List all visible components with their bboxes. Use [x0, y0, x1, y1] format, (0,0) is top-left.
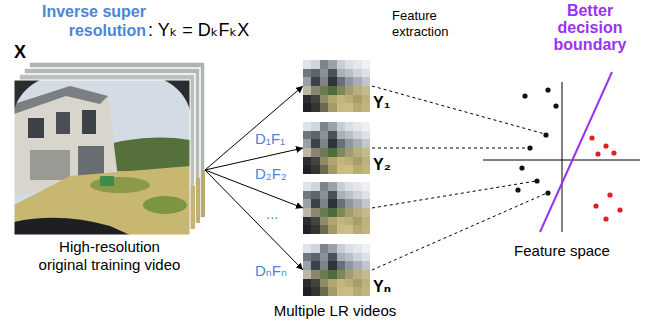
feature-line	[372, 86, 545, 134]
class-a-dots	[515, 87, 558, 195]
window	[28, 118, 44, 138]
dot	[607, 192, 612, 197]
caption: High-resolution original training video	[35, 238, 185, 274]
dot	[522, 93, 527, 98]
video-label: Yₙ	[373, 278, 391, 296]
lens-corner	[164, 80, 190, 110]
degradation-arrow	[205, 170, 303, 270]
dot	[603, 143, 608, 148]
wall	[30, 150, 70, 180]
video-frame-stack: X High-resolution original training video	[14, 42, 205, 274]
feature-axes	[483, 82, 640, 232]
lr-video-image	[303, 182, 370, 234]
handlebar	[14, 218, 130, 235]
roof	[14, 86, 108, 114]
dot	[543, 132, 548, 137]
degradation-arrow	[205, 148, 303, 170]
lr-video-image	[303, 244, 370, 296]
object	[100, 176, 114, 186]
feature-space: Feature space	[482, 78, 642, 260]
operator-label: D₂F₂	[255, 165, 287, 182]
dot	[593, 203, 598, 208]
window	[56, 112, 70, 134]
dot	[515, 187, 520, 192]
window	[82, 110, 96, 134]
class-b-dots	[589, 135, 622, 221]
grass	[14, 166, 190, 235]
decision-boundary	[540, 72, 612, 232]
dot	[534, 178, 539, 183]
dot	[545, 190, 550, 195]
axis-caption: Feature space	[514, 242, 610, 260]
group-label: Multiple LR videos	[274, 302, 397, 320]
video-label: Y₂	[373, 156, 391, 174]
lr-video: Y₂	[303, 122, 398, 174]
ellipsis: ...	[266, 205, 279, 222]
operator-label: D₁F₁	[255, 130, 285, 147]
frame-label: X	[14, 42, 26, 62]
video-frame-stack	[14, 62, 205, 235]
sky	[14, 80, 190, 235]
lr-video: Y₁	[303, 60, 398, 112]
door	[78, 146, 104, 178]
front-frame	[14, 80, 190, 235]
method-title: Inverse super resolution	[34, 2, 146, 40]
dot	[617, 207, 622, 212]
video-label: Y₁	[373, 94, 390, 112]
lr-video: Yₙ	[303, 244, 398, 296]
dot	[519, 165, 524, 170]
dot	[545, 87, 550, 92]
lens-corner	[14, 80, 40, 110]
feature-line	[372, 181, 536, 208]
axis	[562, 82, 563, 232]
feature-line	[372, 148, 529, 149]
operator-label: DₙFₙ	[255, 262, 287, 279]
grass-patch	[143, 196, 187, 214]
dot	[527, 145, 532, 150]
dot	[553, 103, 558, 108]
dot	[595, 151, 600, 156]
formula: : Yₖ = DₖFₖX	[148, 20, 249, 41]
degradation-arrow	[205, 170, 303, 208]
dot	[603, 216, 608, 221]
grass-patch	[90, 177, 150, 193]
lr-video-image	[303, 60, 370, 112]
front-frame-border	[14, 80, 190, 235]
lr-video-image	[303, 122, 370, 174]
dot	[589, 135, 594, 140]
degradation-arrow	[205, 86, 303, 170]
dot	[611, 150, 616, 155]
step-label: Feature extraction	[392, 8, 464, 40]
boundary-label: Better decision boundary	[540, 2, 640, 53]
